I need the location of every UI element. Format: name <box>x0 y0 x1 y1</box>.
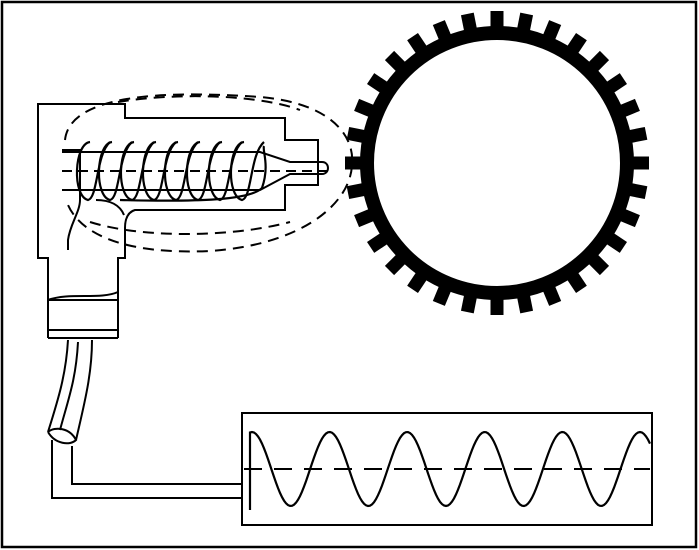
reluctor-ring-body <box>360 26 634 300</box>
coil-turn <box>229 140 265 202</box>
signal-display <box>241 412 653 526</box>
cable-highlight <box>59 341 79 431</box>
reluctor-tooth <box>345 156 365 170</box>
cable <box>47 339 248 499</box>
housing-collar-top <box>47 291 119 301</box>
reluctor-tooth <box>629 156 649 170</box>
sensor-body <box>37 103 330 339</box>
sensor-housing <box>37 103 319 301</box>
field-line-outer <box>64 93 354 253</box>
housing-cavity <box>62 149 81 250</box>
reluctor-ring <box>345 11 649 315</box>
reluctor-tooth <box>490 11 504 31</box>
magnetic-field <box>64 93 354 253</box>
cable-wires <box>51 440 248 499</box>
field-line-bottom <box>89 221 291 235</box>
reluctor-tooth <box>490 295 504 315</box>
housing-inner-bend <box>95 199 125 216</box>
cable-end-cap <box>47 427 78 445</box>
signal-waveform <box>248 430 651 510</box>
coil <box>75 140 267 202</box>
housing-collar <box>47 300 119 339</box>
cable-sheath <box>47 339 93 441</box>
reluctor-teeth <box>345 11 649 315</box>
coil-lead <box>119 145 267 202</box>
field-line-top <box>117 95 301 111</box>
